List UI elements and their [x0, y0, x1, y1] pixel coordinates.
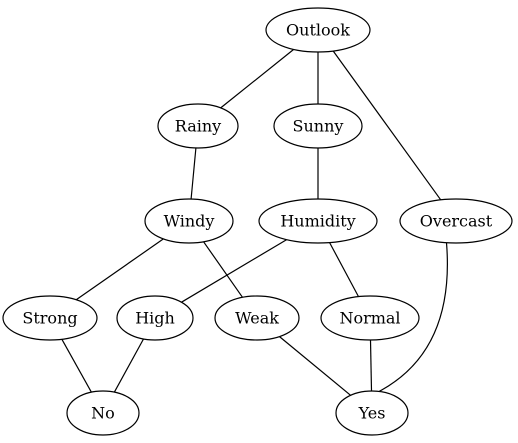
node-normal: Normal [320, 295, 420, 341]
edges-layer [61, 48, 448, 396]
node-no: No [66, 390, 140, 436]
node-yes-label: Yes [358, 404, 386, 423]
node-strong-ellipse [2, 295, 98, 341]
node-no-label: No [91, 404, 115, 423]
node-outlook-label: Outlook [286, 21, 350, 40]
node-weak-ellipse [214, 295, 300, 341]
node-normal-ellipse [320, 295, 420, 341]
node-high-label: High [135, 309, 175, 328]
node-outlook: Outlook [265, 7, 371, 53]
node-weak: Weak [214, 295, 300, 341]
edge-humidity-high [181, 239, 288, 303]
node-rainy-label: Rainy [175, 117, 221, 136]
node-overcast: Overcast [399, 198, 513, 244]
node-outlook-ellipse [265, 7, 371, 53]
edge-windy-strong [75, 238, 164, 301]
node-humidity-label: Humidity [280, 212, 355, 231]
node-windy-label: Windy [164, 212, 215, 231]
node-rainy-ellipse [157, 103, 239, 149]
node-sunny-ellipse [273, 103, 363, 149]
node-windy-ellipse [144, 198, 234, 244]
node-strong: Strong [2, 295, 98, 341]
node-sunny-label: Sunny [293, 117, 344, 136]
edge-outlook-overcast [332, 50, 442, 201]
node-high-ellipse [116, 295, 194, 341]
edge-high-no [113, 338, 145, 393]
node-humidity: Humidity [258, 198, 378, 244]
node-yes-ellipse [335, 390, 409, 436]
edge-overcast-yes [378, 242, 448, 392]
node-windy: Windy [144, 198, 234, 244]
node-rainy: Rainy [157, 103, 239, 149]
edge-strong-no [61, 339, 92, 393]
edge-humidity-normal [329, 242, 360, 297]
node-humidity-ellipse [258, 198, 378, 244]
node-overcast-label: Overcast [420, 212, 493, 231]
edge-weak-yes [279, 336, 351, 396]
node-weak-label: Weak [235, 309, 279, 328]
node-yes: Yes [335, 390, 409, 436]
node-no-ellipse [66, 390, 140, 436]
node-high: High [116, 295, 194, 341]
node-normal-label: Normal [339, 309, 400, 328]
edge-windy-weak [203, 241, 243, 298]
edge-rainy-windy [190, 147, 197, 200]
node-overcast-ellipse [399, 198, 513, 244]
node-strong-label: Strong [22, 309, 77, 328]
edge-normal-yes [369, 339, 373, 392]
node-sunny: Sunny [273, 103, 363, 149]
edge-outlook-rainy [220, 48, 295, 109]
